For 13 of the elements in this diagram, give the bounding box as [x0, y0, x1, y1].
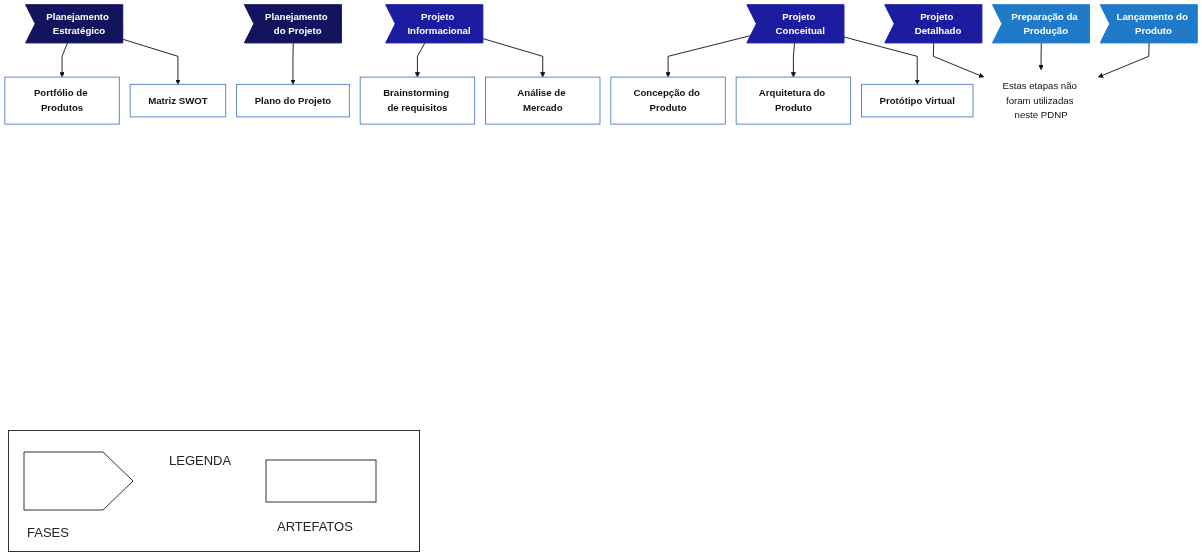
legend-title: LEGENDA: [169, 453, 232, 468]
node-box: [359, 76, 476, 125]
node-box: [129, 83, 227, 118]
node-box: [861, 83, 974, 118]
node-text: Estas etapas não foram utilizadas neste PDNP: [1002, 80, 1077, 120]
node-box: [485, 76, 601, 125]
node-box: [735, 76, 852, 125]
node-box: [236, 83, 350, 118]
legend-label: ARTEFATOS: [277, 519, 353, 534]
flowchart: Planejamento Estratégico Planejamento do Projeto Projeto Informacional Projeto Conceitual Projeto Detalhado Preparação da Produção Lançamento do Produto Portfólio de Produtos Matriz SWOT Plano do Projeto Brainstorming de requisitos Análise de Mercado Concepção do Produto Arquitetura do Produto Protótipo Virtual Estas etapas não foram utilizadas neste PDNP: [0, 0, 1202, 420]
node-box: [610, 76, 726, 125]
legend-label: FASES: [27, 525, 69, 540]
node-box: [4, 76, 120, 125]
